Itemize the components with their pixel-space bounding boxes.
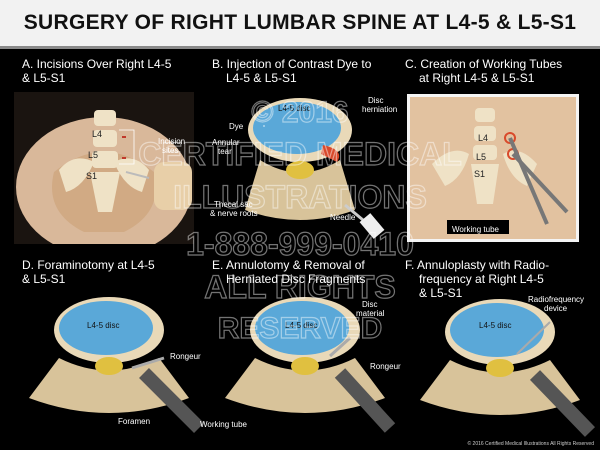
panel-d-foramen-label: Foramen xyxy=(118,417,150,426)
gloved-hand xyxy=(154,162,192,210)
panel-b-disc-label: L4-5 disc xyxy=(278,104,310,113)
panel-f-caption-line1: F. Annuloplasty with Radio- xyxy=(405,258,549,272)
f-disc xyxy=(450,303,544,357)
panel-b-herniation-line2: herniation xyxy=(362,105,397,114)
d-thecal-sac xyxy=(95,357,123,375)
page-title: SURGERY OF RIGHT LUMBAR SPINE AT L4-5 & … xyxy=(24,11,577,35)
panel-c-s1-label: S1 xyxy=(474,170,485,179)
panel-c-l4-label: L4 xyxy=(478,134,488,143)
panel-a-l5-label: L5 xyxy=(88,151,98,160)
panel-c-caption-line2: at Right L4-5 & L5-S1 xyxy=(419,71,534,85)
copyright-notice: © 2016 Certified Medical Illustrations A… xyxy=(467,441,594,447)
e-thecal-sac xyxy=(291,357,319,375)
panel-c-caption-line1: C. Creation of Working Tubes xyxy=(405,57,562,71)
panel-f-rf-line1: Radiofrequency xyxy=(528,295,584,304)
panel-a-caption-line1: A. Incisions Over Right L4-5 xyxy=(22,57,171,71)
panel-e-disc-material-line2: material xyxy=(356,309,384,318)
panel-e-disc-label: L4-5 disc xyxy=(285,321,317,330)
panel-e-caption-line1: E. Annulotomy & Removal of xyxy=(212,258,365,272)
panel-b-thecal-line1: Thecal sac xyxy=(214,200,253,209)
title-bar: SURGERY OF RIGHT LUMBAR SPINE AT L4-5 & … xyxy=(0,0,600,49)
panel-d-illustration xyxy=(14,288,204,438)
panel-f-disc-label: L4-5 disc xyxy=(479,321,511,330)
panel-d-caption-line1: D. Foraminotomy at L4-5 xyxy=(22,258,155,272)
panel-f-caption-line2: frequency at Right L4-5 xyxy=(419,272,544,286)
panel-a-s1-label: S1 xyxy=(86,172,97,181)
panel-b-thecal-line2: & nerve roots xyxy=(210,209,258,218)
panel-f-rf-line2: device xyxy=(544,304,567,313)
panel-e-disc-material-line1: Disc xyxy=(362,300,378,309)
panel-a-callout-line1: Incision xyxy=(158,137,185,146)
panel-b-needle-label: Needle xyxy=(330,213,355,222)
panel-a-l4-label: L4 xyxy=(92,130,102,139)
panel-a-callout-line2: sites xyxy=(162,146,178,155)
panel-c-working-tube-label: Working tube xyxy=(452,225,499,234)
syringe xyxy=(360,213,385,239)
panel-b-herniation-line1: Disc xyxy=(368,96,384,105)
panel-e-rongeur-label: Rongeur xyxy=(370,362,401,371)
panel-a-caption-line2: & L5-S1 xyxy=(22,71,65,85)
f-thecal-sac xyxy=(486,359,514,377)
panel-d-caption-line2: & L5-S1 xyxy=(22,272,65,286)
panel-e-caption-line2: Herniated Disc Fragments xyxy=(226,272,365,286)
panel-d-disc-label: L4-5 disc xyxy=(87,321,119,330)
panel-a-illustration xyxy=(14,92,194,244)
vertebra-upper xyxy=(94,110,116,126)
c-vertebra-upper xyxy=(475,108,495,122)
panel-b-caption-line2: L4-5 & L5-S1 xyxy=(226,71,297,85)
panel-b-annular-line2: tear xyxy=(218,147,232,156)
panel-b-annular-line1: Annular xyxy=(212,138,240,147)
thecal-sac xyxy=(286,161,314,179)
panel-c-l5-label: L5 xyxy=(476,153,486,162)
panel-f-illustration xyxy=(405,292,595,438)
panel-b-dye-label: Dye xyxy=(229,122,243,131)
panel-c-illustration xyxy=(407,94,579,242)
panel-d-rongeur-label: Rongeur xyxy=(170,352,201,361)
panel-b-caption-line1: B. Injection of Contrast Dye to xyxy=(212,57,371,71)
